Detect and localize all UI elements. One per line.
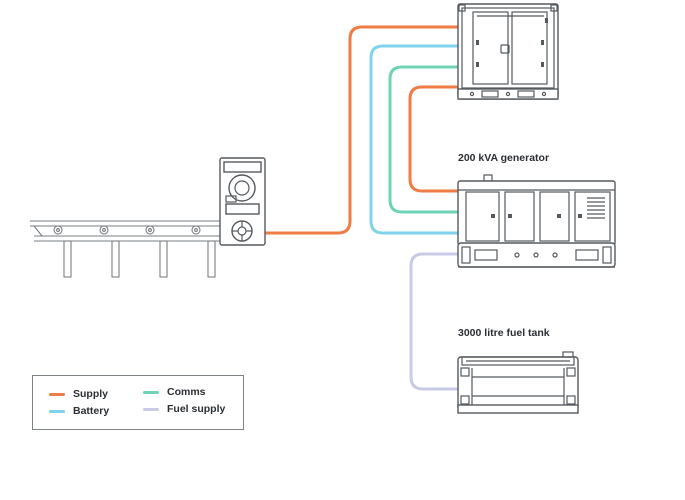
legend-item-battery: Battery: [49, 405, 109, 417]
conveyor-roller: [53, 225, 63, 235]
legend-label: Battery: [73, 405, 110, 417]
drive-motor: [219, 157, 266, 246]
generator-label: 200 kVA generator: [458, 152, 550, 164]
conveyor-roller: [191, 225, 201, 235]
legend-label: Fuel supply: [167, 403, 226, 415]
legend-swatch-fuel-supply: [143, 407, 159, 411]
fuel-tank-label: 3000 litre fuel tank: [458, 327, 550, 339]
legend: Supply Comms Battery Fuel supply: [32, 375, 244, 430]
conveyor-leg: [207, 240, 216, 278]
legend-swatch-comms: [143, 390, 159, 394]
supply-cable-motor-to-cabinet: [264, 25, 460, 235]
conveyor-roller: [145, 225, 155, 235]
conveyor-leg: [159, 240, 168, 278]
legend-label: Comms: [167, 386, 206, 398]
fuel-supply-line: [409, 252, 460, 391]
generator: [457, 174, 616, 268]
fuel-tank: [457, 351, 579, 414]
legend-item-supply: Supply: [49, 388, 108, 400]
legend-item-comms: Comms: [143, 386, 206, 398]
supply-cable-generator-to-cabinet: [408, 85, 460, 193]
legend-swatch-battery: [49, 409, 65, 413]
conveyor: [30, 220, 222, 278]
conveyor-leg: [111, 240, 120, 278]
conveyor-roller: [99, 225, 109, 235]
legend-label: Supply: [73, 388, 109, 400]
battery-cable: [369, 44, 460, 235]
control-cabinet: [457, 3, 559, 100]
legend-swatch-supply: [49, 392, 65, 396]
cables: [264, 25, 460, 391]
conveyor-leg: [63, 240, 72, 278]
legend-item-fuel-supply: Fuel supply: [143, 403, 225, 415]
comms-cable: [388, 65, 460, 214]
